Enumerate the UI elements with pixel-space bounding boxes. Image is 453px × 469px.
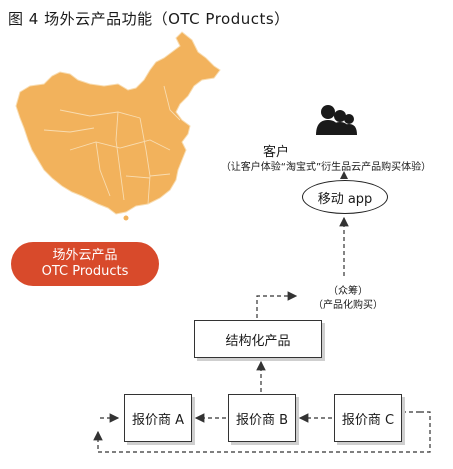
structured-product-label: 结构化产品 — [225, 333, 291, 349]
customer-label: 客户 — [262, 145, 289, 160]
quoter-a-label: 报价商 A — [131, 412, 185, 428]
arrow-product-to-funding — [256, 291, 298, 318]
arrow-loop-bottom — [93, 411, 431, 453]
china-map-icon — [15, 31, 221, 221]
quoter-b-box: 报价商 B — [228, 394, 296, 442]
customer-description: （让客户体验“淘宝式”衍生品云产品购买体验） — [220, 162, 432, 173]
otc-products-badge: 场外云产品 OTC Products — [11, 242, 159, 286]
quoter-c-box: 报价商 C — [334, 394, 402, 442]
quoter-b-label: 报价商 B — [235, 412, 289, 428]
mobile-app-label: 移动 app — [317, 191, 373, 207]
quoter-c-label: 报价商 C — [341, 412, 395, 428]
users-icon — [316, 105, 357, 135]
quoter-a-box: 报价商 A — [124, 394, 192, 442]
structured-product-box: 结构化产品 — [194, 320, 322, 358]
otc-badge-line1: 场外云产品 — [52, 248, 118, 263]
productized-purchase-label: （产品化购买） — [313, 300, 383, 311]
crowdfunding-label: （众筹） — [328, 286, 368, 297]
mobile-app-node: 移动 app — [302, 180, 388, 214]
otc-badge-line2: OTC Products — [41, 264, 129, 279]
figure-title: 图 4 场外云产品功能（OTC Products） — [8, 10, 290, 28]
